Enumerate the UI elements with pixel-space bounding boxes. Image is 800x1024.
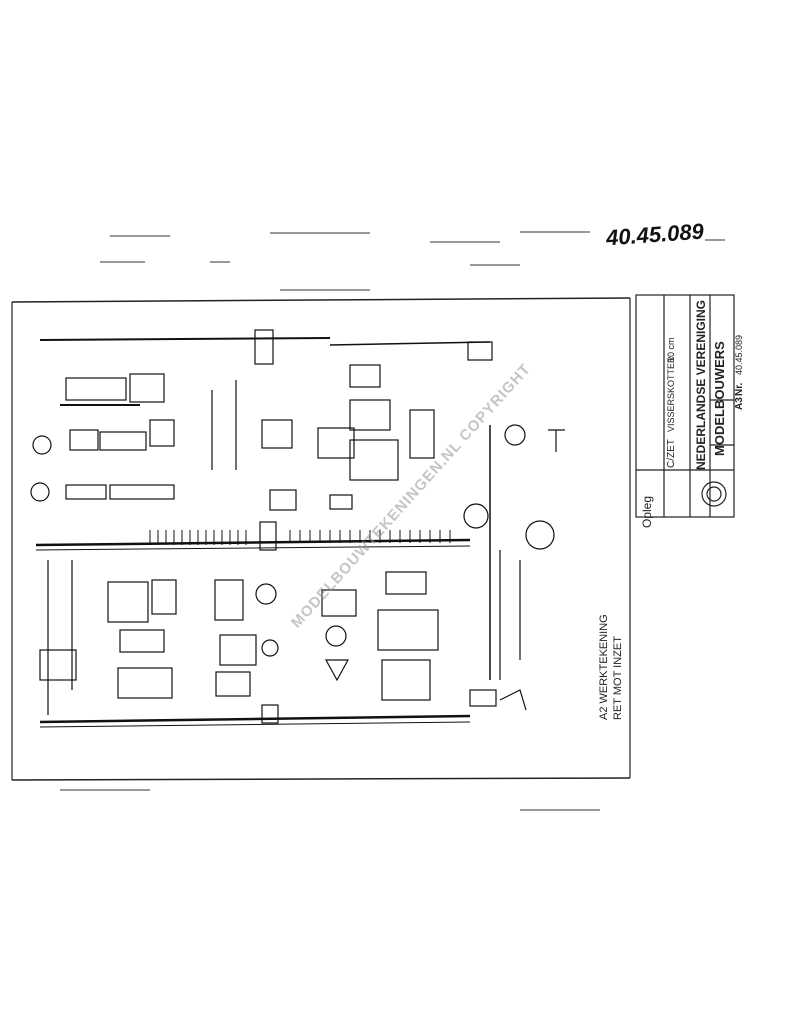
- drawing-note-1: A2 WERKTEKENING: [598, 614, 610, 720]
- title-value: VISSERSKOTTER: [666, 356, 676, 432]
- frame-ticks: [149, 530, 451, 545]
- title-label: C/ZET: [666, 439, 677, 468]
- sheet-size: A3: [734, 397, 745, 410]
- detail-parts: [30, 329, 565, 551]
- number-label: Nr.: [734, 382, 745, 396]
- title-block-frame: [635, 294, 735, 518]
- drawing-label: Opleg: [640, 495, 654, 528]
- org-name-line1: NEDERLANDSE VERENIGING: [694, 299, 708, 470]
- org-name-line2: MODELBOUWERS: [712, 341, 727, 456]
- lower-detail-parts: [39, 550, 527, 724]
- sheet-frame: [11, 297, 631, 781]
- scan-artifact-lines: [60, 231, 725, 811]
- number-value: 40.45.089: [734, 334, 744, 375]
- hull-lines: [35, 337, 491, 728]
- scale-value: 10 cm: [666, 337, 676, 362]
- drawing-note-2: RET MOT INZET: [612, 636, 624, 720]
